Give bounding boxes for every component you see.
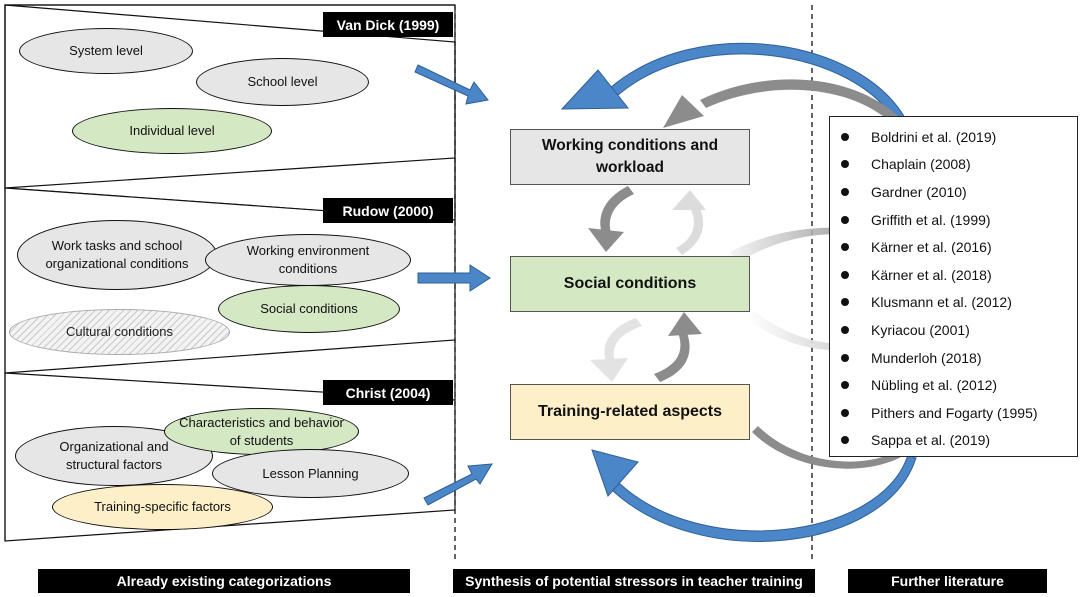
literature-item: Kärner et al. (2018) xyxy=(830,261,1077,289)
arrow-social-to-work-light xyxy=(676,200,704,255)
literature-citation: Klusmann et al. (2012) xyxy=(871,294,1012,311)
author-tag-christ: Christ (2004) xyxy=(323,380,453,405)
literature-item: Boldrini et al. (2019) xyxy=(830,123,1077,151)
category-individual-level: Individual level xyxy=(72,108,272,154)
literature-citation: Chaplain (2008) xyxy=(871,156,971,173)
arrow-work-to-social-dark-head xyxy=(588,228,624,252)
synthesis-social-conditions: Social conditions xyxy=(510,256,750,312)
category-cultural-conditions: Cultural conditions xyxy=(9,309,230,355)
literature-citation: Boldrini et al. (2019) xyxy=(871,128,997,145)
literature-citation: Kyriacou (2001) xyxy=(871,321,970,338)
category-training-specific: Training-specific factors xyxy=(52,484,273,530)
arrow-social-to-training-light-head xyxy=(590,358,628,382)
synthesis-working-conditions: Working conditions and workload xyxy=(510,129,750,185)
bullet-icon xyxy=(841,381,849,390)
literature-item: Kyriacou (2001) xyxy=(830,316,1077,344)
author-tag-vandick: Van Dick (1999) xyxy=(323,12,453,37)
literature-citation: Pithers and Fogarty (1995) xyxy=(871,404,1038,421)
bullet-icon xyxy=(841,353,849,362)
bullet-icon xyxy=(841,187,849,196)
literature-item: Pithers and Fogarty (1995) xyxy=(830,399,1077,427)
literature-citation: Kärner et al. (2018) xyxy=(871,266,992,283)
literature-citation: Griffith et al. (1999) xyxy=(871,211,991,228)
literature-citation: Sappa et al. (2019) xyxy=(871,432,991,449)
bullet-icon xyxy=(841,215,849,224)
footer-further-literature: Further literature xyxy=(848,569,1047,593)
bullet-icon xyxy=(841,408,849,417)
footer-existing-categorizations: Already existing categorizations xyxy=(38,569,410,593)
bullet-icon xyxy=(841,270,849,279)
arrow-training-to-social-dark-head xyxy=(668,312,702,336)
category-working-environment: Working environment conditions xyxy=(205,234,411,286)
top-blue-arrowhead xyxy=(560,69,630,110)
literature-citation: Gardner (2010) xyxy=(871,183,967,200)
category-lesson-planning: Lesson Planning xyxy=(212,449,409,498)
bottom-blue-arrowhead xyxy=(591,449,639,497)
bullet-icon xyxy=(841,298,849,307)
bullet-icon xyxy=(841,325,849,334)
literature-item: Gardner (2010) xyxy=(830,178,1077,206)
bullet-icon xyxy=(841,436,849,445)
literature-item: Kärner et al. (2016) xyxy=(830,233,1077,261)
literature-list: Boldrini et al. (2019) Chaplain (2008) G… xyxy=(829,116,1078,457)
top-grey-arrowhead xyxy=(663,95,704,128)
top-grey-curved-arrow xyxy=(700,79,900,120)
footer-synthesis: Synthesis of potential stressors in teac… xyxy=(453,569,815,593)
arrow-rudow-to-synthesis xyxy=(417,264,491,292)
literature-item: Klusmann et al. (2012) xyxy=(830,289,1077,317)
bottom-grey-curve xyxy=(752,426,905,469)
synthesis-training-aspects: Training-related aspects xyxy=(510,384,750,440)
bullet-icon xyxy=(841,243,849,252)
literature-item: Griffith et al. (1999) xyxy=(830,206,1077,234)
literature-citation: Nübling et al. (2012) xyxy=(871,377,998,394)
arrow-vandick-to-synthesis xyxy=(414,64,489,105)
bullet-icon xyxy=(841,160,849,169)
author-tag-rudow: Rudow (2000) xyxy=(323,198,453,223)
literature-item: Munderloh (2018) xyxy=(830,344,1077,372)
category-student-characteristics: Characteristics and behavior of students xyxy=(164,408,359,455)
literature-item: Nübling et al. (2012) xyxy=(830,371,1077,399)
literature-item: Chaplain (2008) xyxy=(830,151,1077,179)
arrow-social-to-work-light-head xyxy=(672,190,706,210)
category-system-level: System level xyxy=(19,28,193,74)
arrow-training-to-social-dark xyxy=(654,330,690,382)
literature-item: Sappa et al. (2019) xyxy=(830,427,1077,455)
category-school-level: School level xyxy=(196,58,369,106)
bottom-blue-curved-arrow xyxy=(611,454,917,542)
category-social-conditions-rudow: Social conditions xyxy=(218,285,400,333)
literature-citation: Munderloh (2018) xyxy=(871,349,982,366)
bullet-icon xyxy=(841,132,849,141)
arrow-work-to-social-dark xyxy=(600,186,634,238)
literature-citation: Kärner et al. (2016) xyxy=(871,239,992,256)
arrow-christ-to-synthesis xyxy=(423,463,493,506)
category-work-tasks: Work tasks and school organizational con… xyxy=(17,220,217,290)
